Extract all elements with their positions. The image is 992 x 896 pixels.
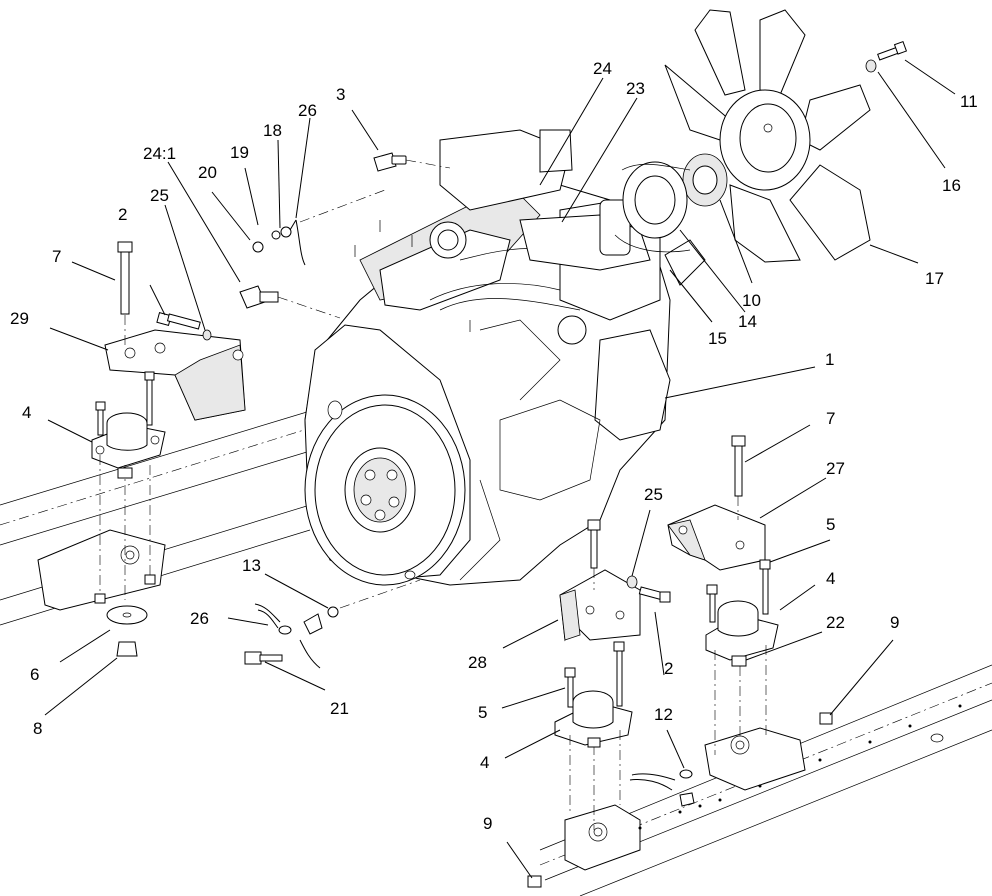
callout-isolator-left: 4 (22, 403, 31, 422)
callout-isolator-center: 4 (480, 753, 489, 772)
callout-washer-left: 25 (150, 186, 169, 205)
right-bolt-long (731, 435, 746, 497)
temperature-sensor (239, 285, 341, 319)
callout-nut-center: 9 (483, 814, 492, 833)
left-nut-stack (94, 467, 156, 657)
callout-washer: 6 (30, 665, 39, 684)
right-isolator-mount (705, 559, 833, 755)
callout-bolt-long-right: 7 (826, 409, 835, 428)
callout-flat-washer: 18 (263, 121, 282, 140)
callout-bolt-center-mount: 5 (478, 703, 487, 722)
left-isolator-mount (91, 371, 166, 657)
callout-sensor-24-1: 24:1 (143, 144, 176, 163)
callout-labels: 1 2 2 3 4 4 4 5 5 6 7 7 8 9 9 10 11 12 1… (10, 59, 978, 833)
callout-fan-pulley: 10 (742, 291, 761, 310)
callout-engine: 1 (825, 350, 834, 369)
callout-bolt-left: 2 (118, 205, 127, 224)
fan-pulley (682, 153, 728, 207)
callout-spacer: 14 (738, 312, 757, 331)
callout-fan: 17 (925, 269, 944, 288)
bracket-bolt-long (117, 241, 133, 315)
fan-bolt (877, 40, 908, 61)
callout-fan-belt: 15 (708, 329, 727, 348)
callout-ground-cable: 26 (190, 609, 209, 628)
center-bolt-short (638, 586, 671, 603)
callout-bracket-center: 28 (468, 653, 487, 672)
callout-ground-bolt: 21 (330, 699, 349, 718)
callout-bolt-center: 2 (664, 659, 673, 678)
callout-fan-bolt: 11 (960, 92, 978, 111)
callout-ground-washer: 13 (242, 556, 261, 575)
water-pump-pulley (622, 161, 688, 239)
callout-bolt-long-left: 7 (52, 247, 61, 266)
callout-sender-switch: 3 (336, 85, 345, 104)
callout-wire-23: 23 (626, 79, 645, 98)
engine-flywheel-housing (304, 324, 471, 586)
ground-bolt (244, 651, 283, 665)
callout-bracket-right: 27 (826, 459, 845, 478)
callout-spacer-right: 22 (826, 613, 845, 632)
fan-washer (865, 59, 877, 73)
callout-lock-washer: 12 (654, 705, 673, 724)
callout-nut-left: 8 (33, 719, 42, 738)
ground-cable-right (629, 769, 695, 807)
leader-lines (44, 59, 956, 879)
callout-nut-top: 20 (198, 163, 217, 182)
ground-cable (244, 579, 421, 669)
callout-washer-center: 25 (644, 485, 663, 504)
callout-bracket-left: 29 (10, 309, 29, 328)
left-frame-rail (0, 404, 331, 626)
center-bolt-long (587, 519, 601, 569)
fan-assembly (614, 9, 908, 286)
callout-wire-24: 24 (593, 59, 612, 78)
center-isolator-mount (527, 641, 633, 888)
center-engine-bracket (559, 519, 671, 642)
callout-fan-washer: 16 (942, 176, 961, 195)
center-nut (527, 875, 542, 888)
engine-assembly (304, 129, 671, 586)
callout-harness-top: 26 (298, 101, 317, 120)
callout-lock-washer-top: 19 (230, 143, 249, 162)
right-frame-rail (539, 664, 992, 896)
bracket-bolt-short (156, 312, 212, 341)
left-engine-bracket (104, 241, 246, 421)
callout-isolator-right: 4 (826, 569, 835, 588)
wire-harness-top (252, 189, 386, 266)
sender-switch (373, 152, 451, 172)
right-engine-bracket (667, 435, 766, 571)
callout-nut-right: 9 (890, 613, 899, 632)
right-nut (819, 712, 833, 725)
callout-bolt-right: 5 (826, 515, 835, 534)
